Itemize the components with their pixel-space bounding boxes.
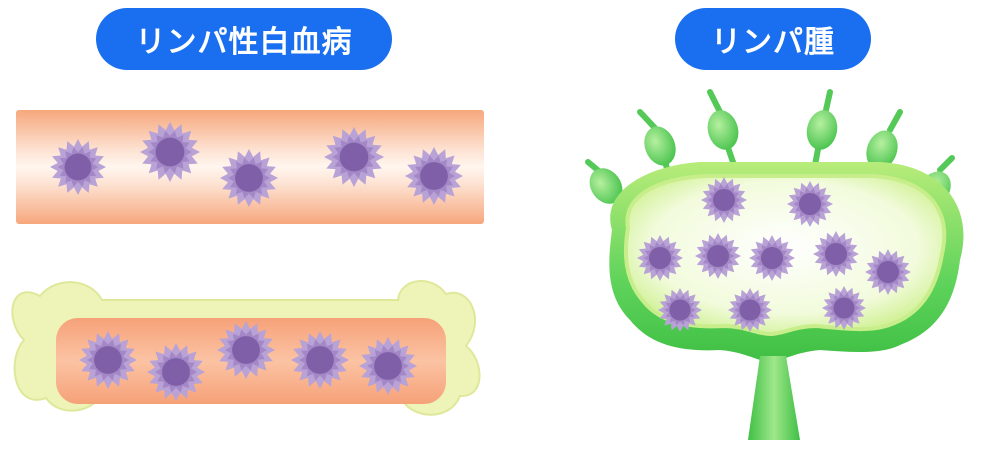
lymphocyte-cell-icon (140, 122, 200, 182)
lymphocyte-cell-icon (695, 233, 741, 279)
lymphocyte-cell-icon (787, 181, 833, 227)
lymphocyte-cell-icon (813, 231, 859, 277)
lymphocyte-cell-icon (324, 127, 384, 187)
lymphocyte-cell-icon (291, 331, 349, 389)
lymphocyte-cell-icon (147, 343, 205, 401)
lymphocyte-cell-icon (405, 147, 463, 205)
lymphocyte-cells (50, 122, 911, 401)
label-lymphocytic-leukemia: リンパ性白血病 (96, 8, 392, 70)
lymphocyte-cell-icon (637, 235, 683, 281)
lymphocyte-cell-icon (50, 139, 106, 195)
lymphocyte-cell-icon (865, 249, 911, 295)
lymphocyte-cell-icon (79, 331, 137, 389)
lymphocyte-cell-icon (658, 288, 702, 332)
label-lymphoma: リンパ腫 (675, 8, 871, 70)
lymphocyte-cell-icon (359, 337, 417, 395)
lymphocyte-cell-icon (217, 321, 275, 379)
lymphocyte-cell-icon (822, 286, 866, 330)
lymphocyte-cell-icon (749, 235, 795, 281)
lymphocyte-cell-icon (728, 288, 772, 332)
lymphocyte-cell-icon (701, 177, 747, 223)
lymphocyte-cell-icon (220, 149, 278, 207)
